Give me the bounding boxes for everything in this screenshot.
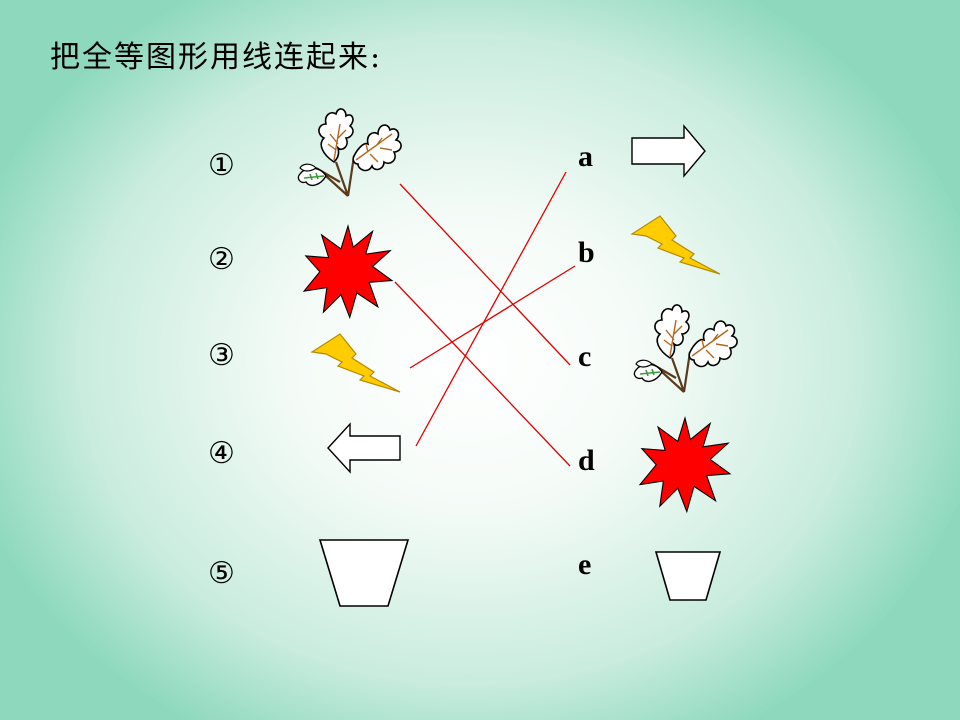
right-lightning-bolt-icon [631,215,721,275]
number-label-3: ③ [208,338,235,373]
right-red-star-burst-icon [639,417,731,513]
number-label-2: ② [208,242,235,277]
connection-lines [394,171,576,467]
left-lightning-bolt-icon [311,333,401,393]
letter-label-e: e [578,548,592,581]
right-leaf-icon [633,303,739,394]
number-label-5: ⑤ [208,556,235,591]
left-leaf-icon [297,107,403,198]
number-label-4: ④ [208,436,235,471]
connection-line-3-b [409,265,576,369]
number-label-1: ① [208,148,235,183]
letter-label-d: d [578,444,595,477]
left-arrow-icon [327,422,401,474]
connection-line-1-c [399,183,571,366]
instruction-title: 把全等图形用线连起来: [50,40,383,75]
letter-label-b: b [578,236,595,269]
left-red-star-burst-icon [303,225,393,319]
left-trapezoid-cup-icon [318,539,410,607]
connection-line-4-a [415,171,567,447]
connection-line-2-d [394,281,571,467]
right-arrow-icon [631,124,706,178]
letter-label-a: a [578,140,593,173]
right-trapezoid-cup-icon [654,551,722,601]
letter-label-c: c [578,340,592,373]
